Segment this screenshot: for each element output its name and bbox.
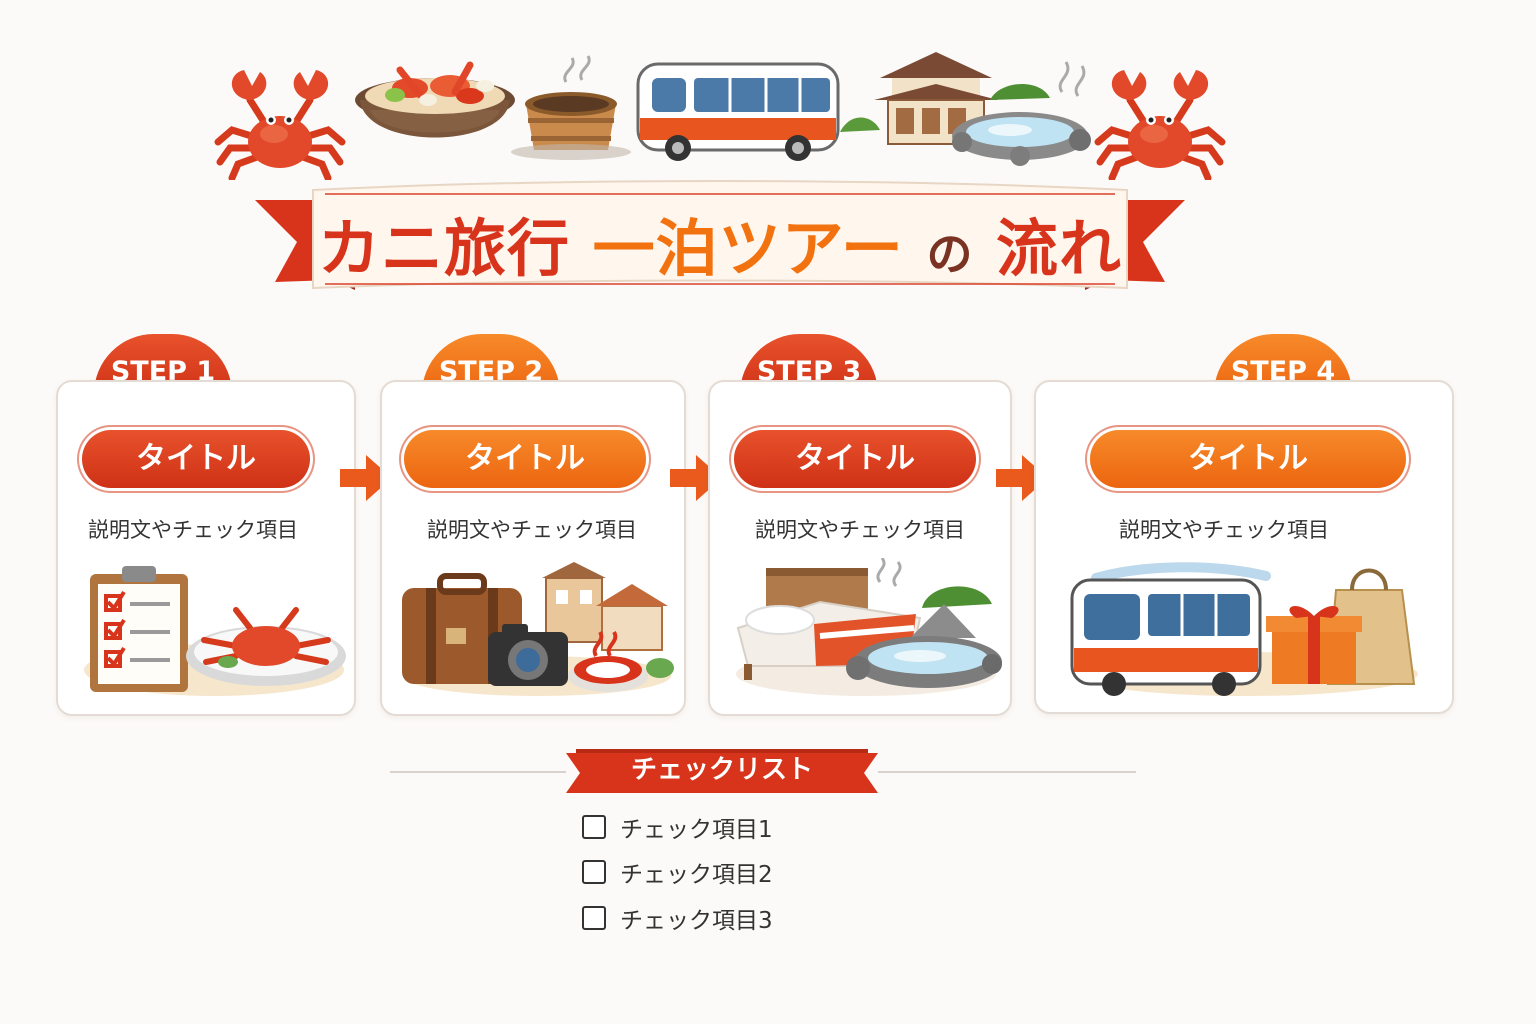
clipboard-checklist-icon <box>90 566 188 692</box>
checklist-item-label: チェック項目2 <box>620 862 773 888</box>
checklist-ribbon <box>566 749 878 793</box>
checklist-item[interactable]: チェック項目2 <box>582 857 773 888</box>
bus-icon <box>636 62 840 161</box>
crab-icon <box>218 70 342 178</box>
header-illustrations <box>0 52 1536 180</box>
step-3-illustration <box>736 558 1002 696</box>
step-1-illustration <box>84 566 346 696</box>
title-part-2: 一泊ツアー <box>592 212 904 285</box>
ryokan-icon <box>840 52 998 145</box>
step-3-description: 説明文やチェック項目 <box>755 518 965 542</box>
bus-icon <box>1070 578 1262 696</box>
step-4-illustration <box>1070 562 1418 696</box>
title-part-4: 流れ <box>996 212 1123 285</box>
wooden-bath-icon <box>511 55 631 160</box>
crab-plate-icon <box>186 607 346 686</box>
step-1-card: タイトル 説明文やチェック項目 <box>56 380 356 716</box>
page-title: カニ旅行 一泊ツアー の 流れ <box>255 198 1185 288</box>
checklist-divider-left <box>390 771 566 773</box>
step-4-description: 説明文やチェック項目 <box>1119 518 1329 542</box>
checklist-item[interactable]: チェック項目3 <box>582 903 773 934</box>
checklist-item-label: チェック項目3 <box>620 908 773 934</box>
checklist-divider-right <box>878 771 1136 773</box>
checkbox[interactable] <box>582 906 606 930</box>
step-2-card: タイトル 説明文やチェック項目 <box>380 380 686 716</box>
hot-spring-icon <box>846 558 1002 688</box>
step-2-title: タイトル <box>404 430 646 488</box>
arrow-right-icon <box>340 455 392 501</box>
title-part-3: の <box>926 227 974 281</box>
checklist-item-label: チェック項目1 <box>620 817 773 843</box>
step-4-title: タイトル <box>1090 430 1406 488</box>
town-buildings-icon <box>542 562 668 651</box>
step-1-description: 説明文やチェック項目 <box>88 518 298 542</box>
hot-spring-icon <box>952 61 1091 166</box>
gift-box-icon <box>1266 606 1362 684</box>
crab-hotpot-icon <box>355 61 515 138</box>
checklist-item[interactable]: チェック項目1 <box>582 812 773 843</box>
ribbon-shape <box>255 180 1185 290</box>
step-2-illustration <box>402 562 674 696</box>
onsen-sign-icon <box>568 630 674 692</box>
step-3-card: タイトル 説明文やチェック項目 <box>708 380 1012 716</box>
step-1-title: タイトル <box>82 430 310 488</box>
checkbox[interactable] <box>582 860 606 884</box>
checkbox[interactable] <box>582 815 606 839</box>
title-part-1: カニ旅行 <box>317 212 570 285</box>
step-3-title: タイトル <box>734 430 976 488</box>
step-4-card: タイトル 説明文やチェック項目 <box>1034 380 1454 714</box>
camera-icon <box>488 624 568 686</box>
checklist-title: チェックリスト <box>630 755 813 785</box>
title-banner: カニ旅行 一泊ツアー の 流れ <box>255 170 1185 305</box>
crab-icon <box>1098 70 1222 178</box>
step-2-description: 説明文やチェック項目 <box>427 518 637 542</box>
